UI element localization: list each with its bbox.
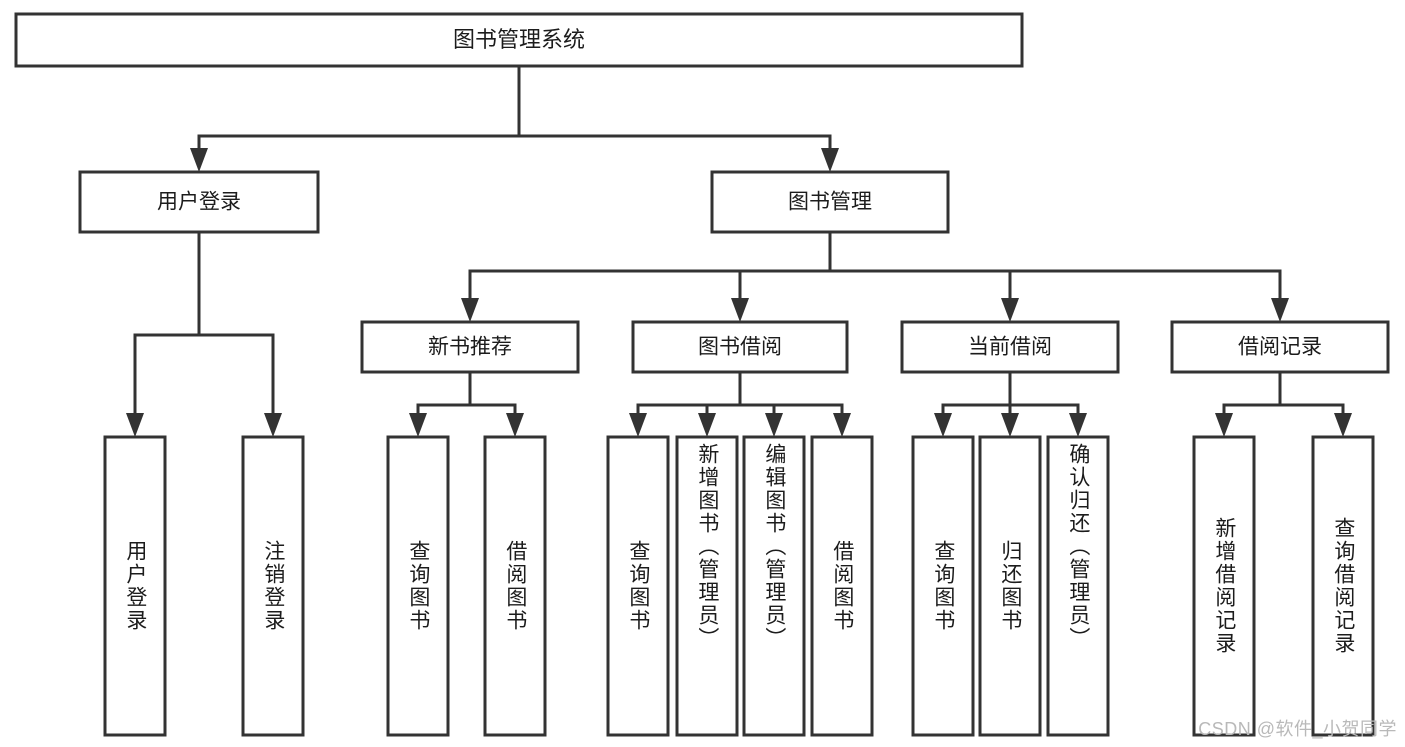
node-label-borrow-record: 借阅记录 xyxy=(1238,336,1322,359)
node-box-leaf-rec-query2[interactable] xyxy=(1311,435,1375,737)
node-box-leaf-borrow-edit[interactable] xyxy=(742,435,806,737)
node-box-borrow-record[interactable] xyxy=(1170,320,1390,374)
node-label-root-title: 图书管理系统 xyxy=(453,27,585,52)
node-box-leaf-rec-borrow[interactable] xyxy=(483,435,547,737)
arrow-head-leaf-user-login xyxy=(126,413,144,437)
arrow-head-leaf-borrow-add xyxy=(698,413,716,437)
node-box-leaf-cur-return[interactable] xyxy=(978,435,1042,737)
node-box-new-book-rec[interactable] xyxy=(360,320,580,374)
connector-group-current-borrow xyxy=(934,370,1087,437)
csdn-watermark: CSDN @软件_小贺同学 xyxy=(1198,719,1397,739)
arrow-head-leaf-rec-query xyxy=(409,413,427,437)
connector-group-borrow-record xyxy=(1215,370,1352,437)
arrow-head-book-mgmt xyxy=(821,148,839,172)
connector-group-book-borrow xyxy=(629,370,851,437)
node-box-book-borrow[interactable] xyxy=(631,320,849,374)
leaf-boxes-group xyxy=(103,435,1375,737)
node-label-book-borrow: 图书借阅 xyxy=(698,336,782,359)
node-box-leaf-user-login[interactable] xyxy=(103,435,167,737)
arrow-head-borrow-record xyxy=(1271,298,1289,322)
node-box-leaf-rec-query[interactable] xyxy=(386,435,450,737)
node-box-leaf-rec-add[interactable] xyxy=(1192,435,1256,737)
arrow-head-leaf-cur-query xyxy=(934,413,952,437)
node-label-user-login: 用户登录 xyxy=(157,191,241,214)
arrow-head-leaf-cur-confirm xyxy=(1069,413,1087,437)
node-box-leaf-logout[interactable] xyxy=(241,435,305,737)
arrow-head-current-borrow xyxy=(1001,298,1019,322)
node-book-mgmt[interactable]: 图书管理 xyxy=(710,170,950,234)
node-box-current-borrow[interactable] xyxy=(900,320,1120,374)
node-label-new-book-rec: 新书推荐 xyxy=(428,336,512,359)
connector-group-new-book-rec xyxy=(409,370,524,437)
node-user-login[interactable]: 用户登录 xyxy=(78,170,320,234)
node-box-user-login[interactable] xyxy=(78,170,320,234)
arrow-head-leaf-borrow-borrow xyxy=(833,413,851,437)
arrow-head-new-book-rec xyxy=(461,298,479,322)
node-borrow-record[interactable]: 借阅记录 xyxy=(1170,320,1390,374)
node-new-book-rec[interactable]: 新书推荐 xyxy=(360,320,580,374)
node-box-leaf-borrow-borrow[interactable] xyxy=(810,435,874,737)
node-box-leaf-borrow-query[interactable] xyxy=(606,435,670,737)
arrow-head-user-login xyxy=(190,148,208,172)
node-box-book-mgmt[interactable] xyxy=(710,170,950,234)
node-root-title[interactable]: 图书管理系统 xyxy=(14,12,1024,68)
arrow-head-leaf-rec-borrow xyxy=(506,413,524,437)
connector-group-user-login xyxy=(126,230,282,437)
node-current-borrow[interactable]: 当前借阅 xyxy=(900,320,1120,374)
arrow-head-leaf-cur-return xyxy=(1001,413,1019,437)
node-box-root-title[interactable] xyxy=(14,12,1024,68)
node-label-book-mgmt: 图书管理 xyxy=(788,191,872,214)
connector-group-root xyxy=(190,64,839,172)
arrow-head-leaf-logout xyxy=(264,413,282,437)
node-book-borrow[interactable]: 图书借阅 xyxy=(631,320,849,374)
arrow-head-leaf-borrow-query xyxy=(629,413,647,437)
node-box-leaf-borrow-add[interactable] xyxy=(675,435,739,737)
arrow-head-leaf-borrow-edit xyxy=(765,413,783,437)
node-box-leaf-cur-confirm[interactable] xyxy=(1046,435,1110,737)
node-box-leaf-cur-query[interactable] xyxy=(911,435,975,737)
arrow-head-leaf-rec-add xyxy=(1215,413,1233,437)
arrow-head-leaf-rec-query2 xyxy=(1334,413,1352,437)
arrow-head-book-borrow xyxy=(731,298,749,322)
node-label-current-borrow: 当前借阅 xyxy=(968,336,1052,359)
connector-group-book-mgmt xyxy=(461,230,1289,322)
